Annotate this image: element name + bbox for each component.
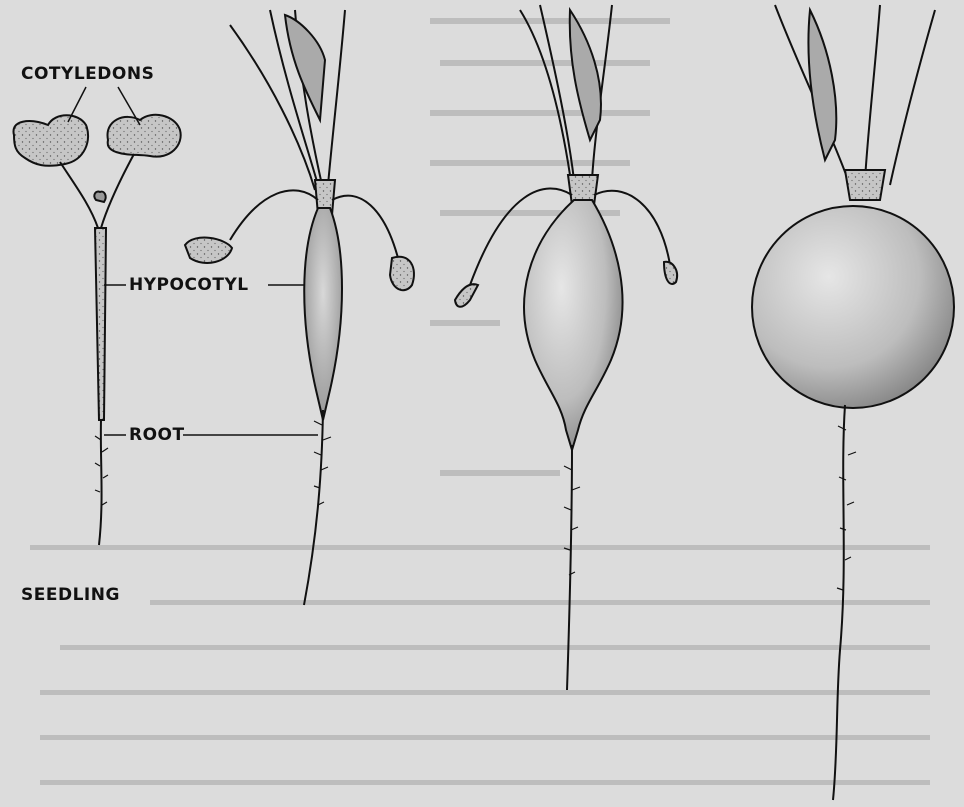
right-cotyledon <box>108 115 181 157</box>
mature-radish-plant <box>752 5 954 800</box>
young-radish-plant <box>185 10 414 605</box>
root-label: ROOT <box>129 425 185 445</box>
developing-radish-bulb <box>524 200 622 450</box>
cotyledons-label: COTYLEDONS <box>21 64 154 84</box>
hypocotyl-label: HYPOCOTYL <box>129 275 249 295</box>
left-dried-cotyledon <box>185 238 232 263</box>
seedling-hypocotyl <box>95 228 106 420</box>
mature-radish-bulb <box>752 206 954 408</box>
seedling-label: SEEDLING <box>21 585 120 605</box>
right-dried-cotyledon <box>390 257 414 290</box>
seedling-plant <box>13 115 180 545</box>
young-swollen-hypocotyl <box>304 208 342 420</box>
developing-radish-plant <box>455 5 677 690</box>
left-cotyledon <box>13 115 88 166</box>
